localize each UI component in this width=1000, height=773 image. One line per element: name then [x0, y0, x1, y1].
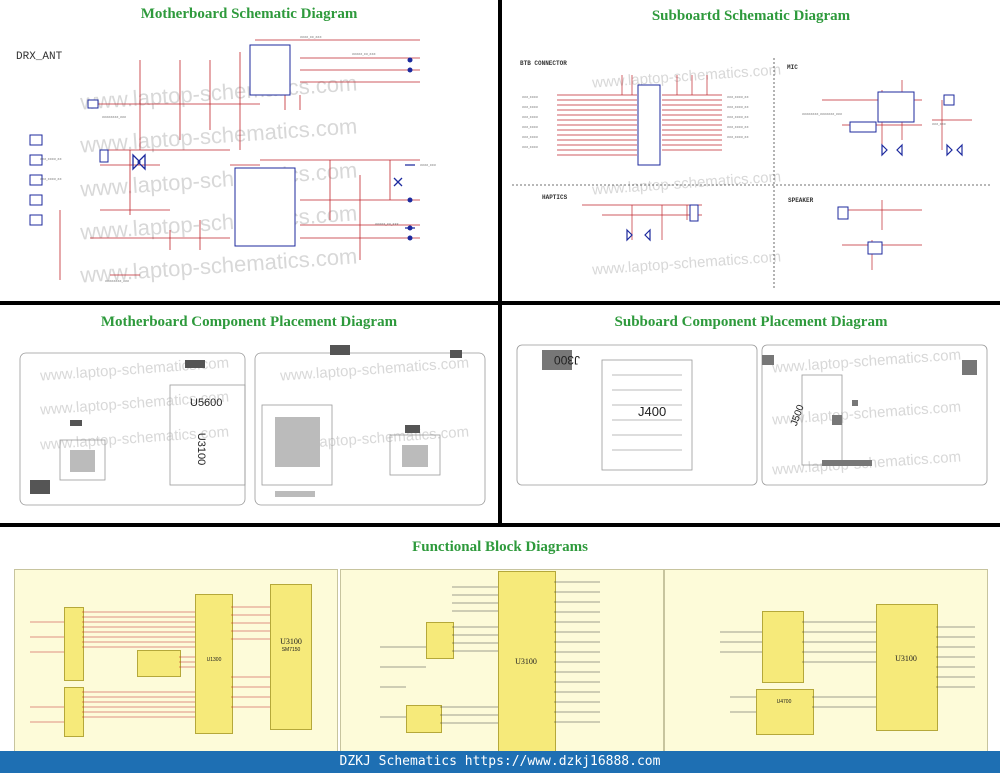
chip-block [426, 622, 454, 659]
svg-text:XXXX_XX_XXX: XXXX_XX_XXX [300, 35, 322, 39]
chip-u4700 [756, 689, 814, 735]
svg-text:XXX_XXXX_XX: XXX_XXXX_XX [727, 105, 749, 109]
svg-text:XXX_XXXX_XX: XXX_XXXX_XX [727, 95, 749, 99]
svg-text:XXXXXXXX_XXX: XXXXXXXX_XXX [105, 279, 129, 283]
svg-text:XXX_XXXX: XXX_XXXX [522, 95, 538, 99]
block-diagram-wiring [30, 581, 975, 724]
chip-label-u3100-a: U3100 [280, 637, 302, 646]
chip-label-u3100: U3100 [195, 432, 208, 466]
motherboard-schematic-panel: Motherboard Schematic Diagram www.laptop… [0, 0, 498, 301]
subboard-schematic-panel: Subboartd Schematic Diagram www.laptop-s… [502, 0, 1000, 301]
svg-text:XXX_XXXX: XXX_XXXX [522, 145, 538, 149]
motherboard-placement-panel: Motherboard Component Placement Diagram … [0, 305, 498, 523]
chip-label-j400: J400 [638, 404, 667, 419]
mic-label: MIC [787, 64, 798, 71]
svg-text:XXXXX_XX_XXX: XXXXX_XX_XXX [375, 222, 399, 226]
svg-text:XXX_XXXX_XX: XXX_XXXX_XX [727, 135, 749, 139]
block-diagrams-panel: Functional Block Diagrams U3100 SM7150 U… [0, 527, 1000, 751]
svg-text:XXX_XXXX_XX: XXX_XXXX_XX [40, 177, 62, 181]
chip-u3100 [876, 604, 938, 731]
svg-text:XXX_XXXX_XX: XXX_XXXX_XX [727, 125, 749, 129]
chip-block [137, 650, 181, 677]
svg-text:XXX_XXXX: XXX_XXXX [522, 115, 538, 119]
panel-title: Subboard Component Placement Diagram [614, 314, 888, 330]
chip-block [406, 705, 442, 733]
chip-label-u5600: U5600 [190, 397, 223, 409]
panel-title: Motherboard Component Placement Diagram [100, 314, 398, 330]
panel-title: Subboartd Schematic Diagram [651, 8, 851, 24]
motherboard-schematic-drawing: XXXX_XX_XXX XXXXX_XX_XXX XXXX_XXX XXXXXXXX… [29, 35, 436, 283]
chip-block [64, 607, 84, 681]
footer-banner: DZKJ Schematics https://www.dzkj16888.co… [0, 751, 1000, 773]
svg-text:XXXXX_XX_XXX: XXXXX_XX_XXX [352, 52, 376, 56]
svg-text:XXX_XXX: XXX_XXX [932, 122, 946, 126]
chip-u3100 [270, 584, 312, 730]
chip-label-j300: J300 [554, 353, 581, 367]
svg-text:XXXX_XXX: XXXX_XXX [420, 163, 436, 167]
svg-text:XXXXXXXX_XXX: XXXXXXXX_XXX [102, 115, 126, 119]
svg-text:XXX_XXXX: XXX_XXXX [522, 125, 538, 129]
chip-label-sm7150: SM7150 [281, 647, 301, 653]
motherboard-placement-drawing [19, 345, 486, 506]
speaker-label: SPEAKER [788, 197, 814, 204]
svg-text:XXX_XXXX_XX: XXX_XXXX_XX [727, 115, 749, 119]
svg-text:XXXXXXXX_XXXXXXX_XXX: XXXXXXXX_XXXXXXX_XXX [802, 112, 842, 116]
chip-block [762, 611, 804, 683]
chip-label-u4700: U4700 [776, 699, 792, 705]
svg-text:XXX_XXXX_XX: XXX_XXXX_XX [40, 157, 62, 161]
chip-label-u3100-b: U3100 [515, 657, 537, 666]
panel-title: Motherboard Schematic Diagram [140, 6, 358, 22]
chip-label-u3100-c: U3100 [895, 654, 917, 663]
chip-u3100 [498, 571, 556, 751]
subboard-placement-drawing [516, 344, 988, 486]
chip-block [195, 594, 233, 734]
svg-text:XXX_XXXX: XXX_XXXX [522, 105, 538, 109]
haptics-label: HAPTICS [542, 194, 568, 201]
subboard-placement-panel: Subboard Component Placement Diagram www… [502, 305, 1000, 523]
svg-text:XXX_XXXX: XXX_XXXX [522, 135, 538, 139]
antenna-label: DRX_ANT [16, 51, 63, 63]
btb-connector-label: BTB CONNECTOR [520, 60, 567, 67]
panel-title: Functional Block Diagrams [412, 539, 588, 555]
chip-label-u1300: U1300 [206, 657, 222, 663]
subboard-schematic-drawing: XXX_XXXXXXX_XXXXXXX_XXXXXXX_XXXXXXX_XXXX… [512, 58, 992, 290]
